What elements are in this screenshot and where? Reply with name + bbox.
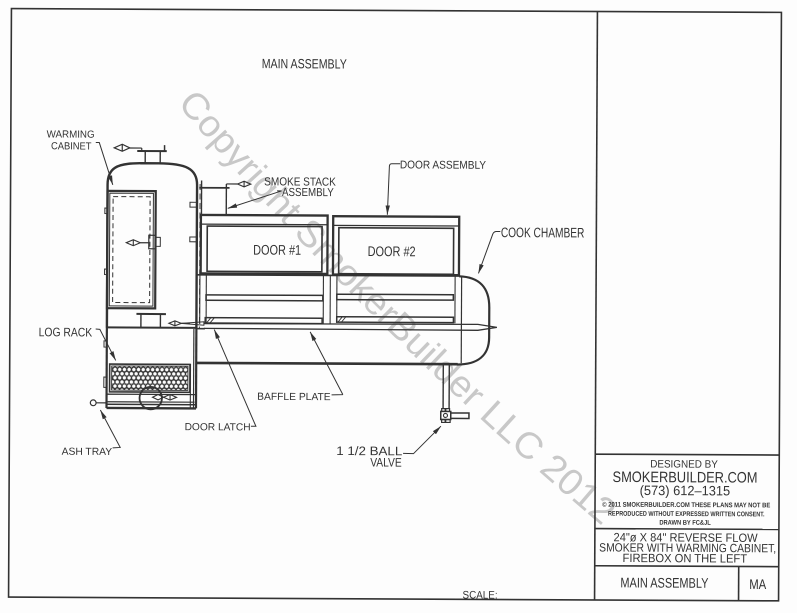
- svg-text:MAIN ASSEMBLY: MAIN ASSEMBLY: [620, 574, 709, 590]
- svg-text:24"ø X 84" REVERSE FLOW: 24"ø X 84" REVERSE FLOW: [614, 530, 759, 545]
- svg-text:© 2011 SMOKERBUILDER.COM TH: © 2011 SMOKERBUILDER.COM THESE PLANS MAY…: [602, 501, 770, 510]
- svg-text:SMOKER WITH WARMING CABINET: SMOKER WITH WARMING CABINET,: [599, 540, 776, 555]
- svg-text:DOOR LATCH: DOOR LATCH: [185, 422, 251, 433]
- svg-text:SCALE:: SCALE:: [463, 590, 498, 602]
- svg-text:DRAWN BY FC&JL: DRAWN BY FC&JL: [659, 520, 711, 527]
- svg-text:REPRODUCED WITHOUT EXPRESSED: REPRODUCED WITHOUT EXPRESSED WRITTEN CON…: [608, 511, 765, 519]
- svg-text:DOOR ASSEMBLY: DOOR ASSEMBLY: [400, 159, 487, 171]
- svg-text:DOOR #1: DOOR #1: [253, 242, 301, 258]
- svg-text:DESIGNED BY: DESIGNED BY: [650, 458, 718, 470]
- svg-text:SMOKE STACK: SMOKE STACK: [264, 175, 336, 188]
- svg-text:SMOKERBUILDER.COM: SMOKERBUILDER.COM: [613, 469, 758, 487]
- svg-text:DOOR #2: DOOR #2: [368, 243, 416, 259]
- svg-text:ASH TRAY: ASH TRAY: [62, 447, 113, 458]
- svg-text:LOG RACK: LOG RACK: [39, 325, 93, 339]
- svg-text:ASSEMBLY: ASSEMBLY: [282, 186, 334, 199]
- svg-text:(573) 612–1315: (573) 612–1315: [640, 483, 731, 498]
- svg-text:WARMING: WARMING: [47, 129, 95, 140]
- svg-text:1 1/2 BALL: 1 1/2 BALL: [336, 444, 402, 458]
- svg-text:CABINET: CABINET: [51, 141, 92, 152]
- svg-text:COOK CHAMBER: COOK CHAMBER: [501, 224, 585, 240]
- svg-text:BAFFLE PLATE: BAFFLE PLATE: [257, 392, 331, 403]
- svg-text:FIREBOX ON THE LEFT: FIREBOX ON THE LEFT: [623, 551, 748, 566]
- svg-text:MAIN ASSEMBLY: MAIN ASSEMBLY: [262, 56, 347, 71]
- svg-text:MA: MA: [749, 576, 767, 592]
- svg-text:VALVE: VALVE: [370, 455, 402, 469]
